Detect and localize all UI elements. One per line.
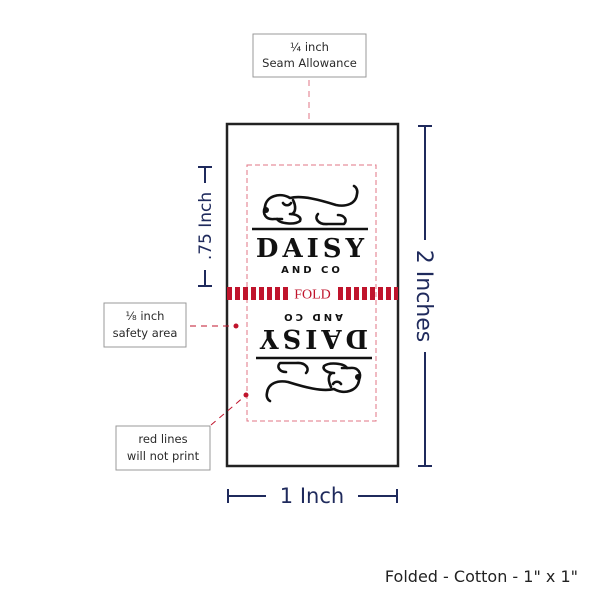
red-lines-line1: red lines: [138, 432, 187, 446]
logo-subtitle: AND CO: [281, 265, 343, 276]
safety-area-line1: ⅛ inch: [126, 309, 165, 323]
total-height-label: 2 Inches: [411, 250, 436, 342]
red-lines-callout: red lines will not print: [115, 392, 249, 471]
safety-leader-dot: [233, 323, 239, 329]
fold-height-label: .75 Inch: [196, 192, 216, 260]
logo-name: DAISY: [256, 234, 368, 264]
dog-icon: [265, 361, 362, 403]
width-dimension: [227, 489, 398, 503]
total-height-dimension: [418, 125, 432, 467]
fold-text: FOLD: [294, 288, 331, 303]
safety-area-line2: safety area: [113, 326, 178, 340]
fold-line: FOLD: [227, 287, 398, 303]
red-lines-line2: will not print: [127, 449, 200, 463]
dog-nose: [355, 374, 361, 380]
safety-area-callout: ⅛ inch safety area: [103, 302, 239, 348]
seam-allowance-line2: Seam Allowance: [262, 56, 357, 70]
seam-allowance-line1: ¼ inch: [290, 40, 329, 54]
fold-height-dimension: [198, 166, 212, 287]
product-caption: Folded - Cotton - 1" x 1": [385, 567, 578, 586]
width-label: 1 Inch: [280, 484, 344, 508]
logo-name-flipped: DAISY: [256, 323, 368, 353]
logo-bottom-flipped: DAISY AND CO: [256, 311, 372, 403]
dog-nose: [263, 207, 269, 213]
seam-allowance-callout: ¼ inch Seam Allowance: [252, 33, 367, 148]
red-lines-leader-line: [210, 395, 246, 426]
logo-top: DAISY AND CO: [252, 184, 368, 276]
logo-subtitle-flipped: AND CO: [281, 311, 343, 322]
red-lines-leader-dot: [243, 392, 249, 398]
